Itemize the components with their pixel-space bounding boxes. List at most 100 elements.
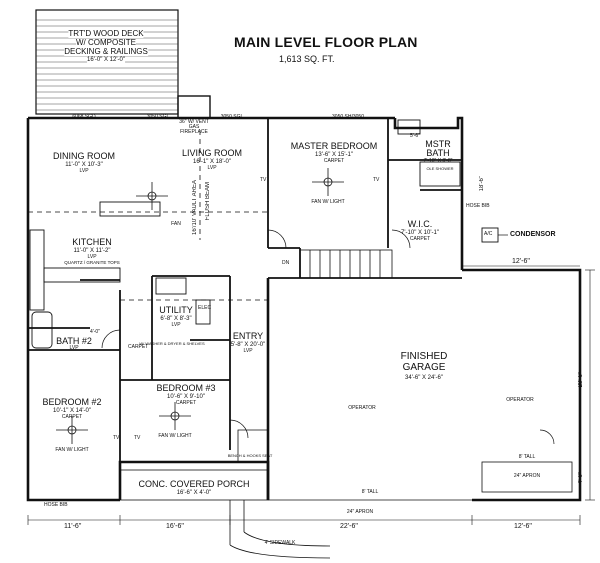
shower-label: OLE SHOWER [426,166,454,171]
hose-bib-label: HOSE BIB [466,203,490,209]
bench-label: BENCH & HOOKS SEAT [227,453,273,458]
room-floor-bath2: LVP [69,345,79,351]
door-height-label: 8' TALL [361,489,379,495]
room-size-bed3: 10'-6" X 9'-10" [167,394,205,400]
porch-slab [119,469,269,501]
deck-boards [36,19,178,111]
condensor-label: CONDENSOR [510,231,556,238]
sidewalk [229,499,472,559]
room-size-mstr-bath: 7'-10" X 8'-8" [423,158,453,164]
room-floor-utility: LVP [171,322,181,328]
interior-walls [28,118,462,462]
dimension-right: 28'-6" [578,372,584,388]
deck-label-3: DECKING & RAILINGS [64,47,148,56]
fan-label: FAN [171,221,181,227]
room-name-living: LIVING ROOM [181,148,243,158]
room-name-porch: CONC. COVERED PORCH [138,479,250,489]
room-size-dining: 11'-0" X 10'-3" [65,162,103,168]
master-vanity [397,119,421,135]
hose-bib-label: HOSE BIB [44,502,68,508]
dimension-bottom: 16'-6" [166,523,184,530]
room-floor-entry: LVP [243,348,253,354]
room-size-porch: 16'-6" X 4'-0" [176,490,212,496]
operator-label: OPERATOR [506,397,534,403]
floor-area: 1,613 SQ. FT. [279,54,335,64]
kitchen-tops: QUARTZ / GRANITE TOPS [64,260,120,265]
flush-beam-label: FLUSH BEAM [205,182,211,221]
window-label: 3050 SGL [146,114,170,120]
door-height-label: 8' TALL [518,454,536,460]
room-size-garage: 34'-6" X 24'-6" [405,375,443,381]
room-name-dining: DINING ROOM [53,151,115,161]
room-name-master: MASTER BEDROOM [290,141,378,151]
elec-label: ELEC [198,305,212,311]
room-name-entry: ENTRY [232,331,264,341]
room-name-bed3: BEDROOM #3 [156,383,216,393]
dimension-right-2: 18'-6" [479,176,485,192]
dn-label: DN [282,260,290,266]
stairs [299,249,393,279]
room-name-mstr-bath-1: MSTR [425,139,451,149]
tv-label: TV [134,435,141,441]
room-floor-dining: LVP [79,168,89,174]
fan-light-label: FAN W/ LIGHT [55,447,89,453]
flush-beam-lines [28,130,268,301]
dimension-right-low: 4'-0" [578,472,584,484]
room-size-utility: 6'-8" X 8'-3" [160,316,192,322]
ac-label: A/C [484,231,493,237]
dimension-bottom: 11'-6" [64,523,82,530]
room-floor-master: CARPET [323,158,345,164]
exterior-walls [26,116,582,502]
room-size-bed2: 10'-1" X 14'-0" [53,408,91,414]
dimension-bottom: 12'-6" [514,523,532,530]
operator-label: OPERATOR [348,405,376,411]
fireplace-label: 36" W/ VENT GAS FIREPLACE [179,119,209,135]
deck-size: 16'-0" X 12'-0" [87,57,125,63]
room-size-master: 13'-6" X 15'-1" [315,152,353,158]
utility-shelves: W/ WASHER & DRYER & SHELVES [139,341,205,346]
room-name-utility: UTILITY [159,305,193,315]
room-name-kitchen: KITCHEN [72,237,112,247]
room-floor-bed3: CARPET [175,400,197,406]
kitchen-counter [29,229,45,311]
fireplace-bump [177,95,211,119]
bathtub [31,311,53,349]
garage-steps [237,429,268,462]
deck-label-1: TRT'D WOOD DECK [68,29,144,38]
fan-master [312,168,344,196]
room-size-entry: 5'-8" X 20'-0" [230,342,266,348]
room-name-mstr-bath-2: BATH [426,148,450,158]
fan-dining [136,182,168,210]
room-name-wic: W.I.C. [407,219,433,229]
fan-light-label: FAN W/ LIGHT [158,433,192,439]
window-label: 3050 SGL [220,114,244,120]
elec-panel [195,299,211,325]
tv-label: TV [260,177,267,183]
room-size-kitchen: 11'-0" X 11'-2" [73,248,111,254]
window-label: 3050 SH/3050 [332,114,364,120]
dimension-lines [27,265,595,525]
room-floor-wic: CARPET [409,236,431,242]
tv-label: TV [113,435,120,441]
room-size-living: 16'-1" X 18'-0" [193,159,231,165]
room-floor-kitchen: LVP [87,254,97,260]
room-name-garage-1: FINISHED [400,351,448,362]
fan-bed2 [56,416,88,444]
dim-4-0: 4'-0" [90,329,100,335]
apron-label: 24" APRON [346,509,374,515]
dimension-bottom: 22'-6" [340,523,358,530]
tv-label: TV [373,177,380,183]
room-name-garage-2: GARAGE [402,362,446,373]
dim-5-6: 5'-6" [410,133,420,139]
master-shower [419,161,461,187]
vault-area-label: 16'/10' VAULT AREA [192,180,198,235]
page-title: MAIN LEVEL FLOOR PLAN [234,34,418,50]
apron-label: 24" APRON [513,473,541,479]
room-floor-bed2: CARPET [61,414,83,420]
sidewalk-label: 4' SIDEWALK [264,540,296,546]
room-name-bed2: BEDROOM #2 [42,397,102,407]
washer-dryer [155,277,187,295]
room-floor-living: LVP [207,165,217,171]
room-size-wic: 7'-10" X 10'-1" [401,230,439,236]
